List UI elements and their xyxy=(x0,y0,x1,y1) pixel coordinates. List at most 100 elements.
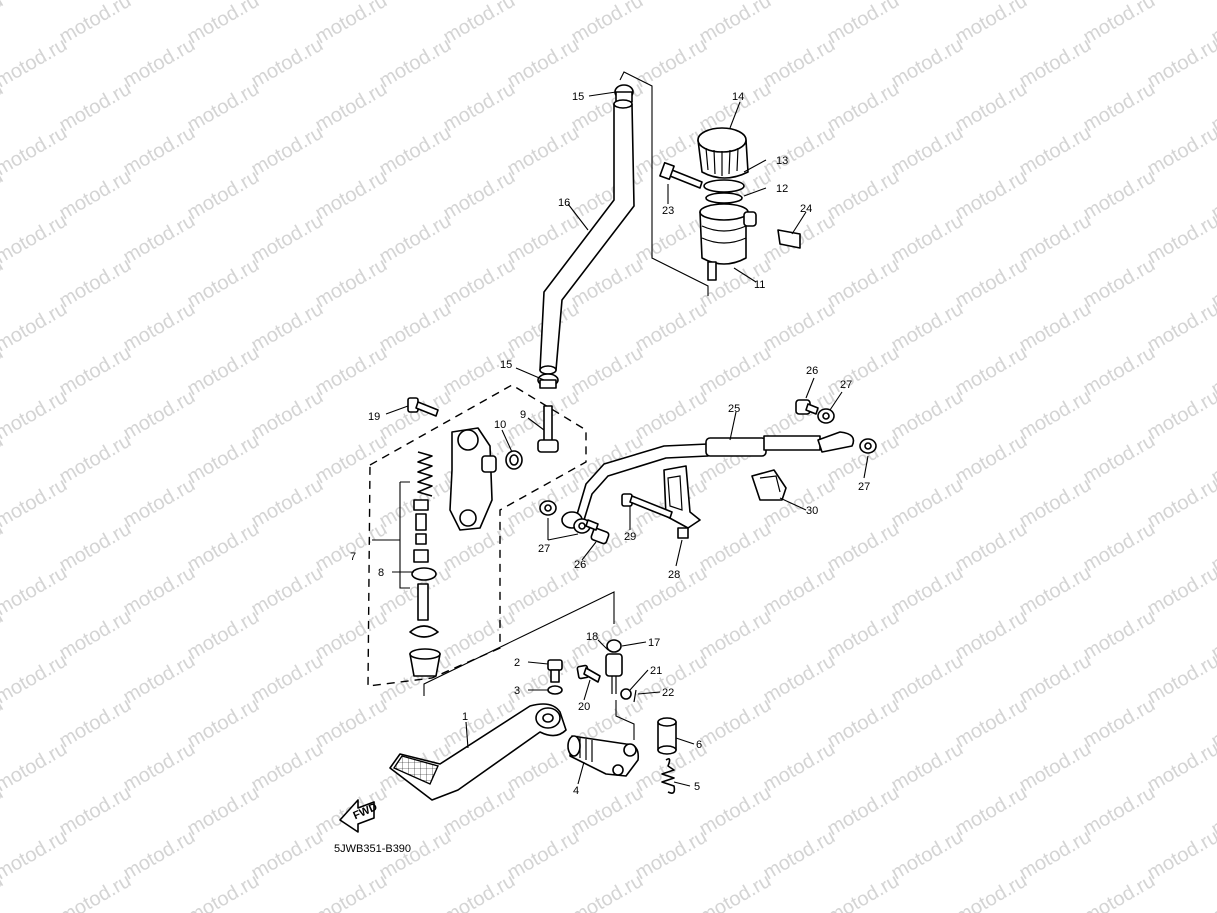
watermark-text: motod.ru xyxy=(888,34,967,93)
watermark-text: motod.ru xyxy=(376,826,455,885)
watermark-text: motod.ru xyxy=(184,518,263,577)
watermark-text: motod.ru xyxy=(0,0,7,48)
watermark-text: motod.ru xyxy=(824,518,903,577)
watermark-text: motod.ru xyxy=(696,0,775,48)
watermark-text: motod.ru xyxy=(504,562,583,621)
pedal-group-bracket xyxy=(423,591,615,696)
watermark-text: motod.ru xyxy=(952,78,1031,137)
watermark-text: motod.ru xyxy=(312,78,391,137)
callout-1: 1 xyxy=(462,711,468,723)
watermark-text: motod.ru xyxy=(760,738,839,797)
watermark-text: motod.ru xyxy=(1080,430,1159,489)
watermark-text: motod.ru xyxy=(56,0,135,48)
watermark-text: motod.ru xyxy=(696,342,775,401)
watermark-text: motod.ru xyxy=(1080,518,1159,577)
piston-kit xyxy=(409,499,441,677)
callout-15-lower: 15 xyxy=(500,359,512,371)
pedal-pivot-shaft xyxy=(567,735,640,777)
watermark-text: motod.ru xyxy=(440,870,519,913)
callout-28: 28 xyxy=(668,569,680,581)
callout-16: 16 xyxy=(558,197,570,209)
watermark-text: motod.ru xyxy=(568,0,647,48)
watermark-text: motod.ru xyxy=(56,694,135,753)
callout-24: 24 xyxy=(800,203,812,215)
callout-15-top: 15 xyxy=(572,91,584,103)
callout-26-left: 26 xyxy=(574,559,586,571)
watermark-text: motod.ru xyxy=(184,166,263,225)
watermark-text: motod.ru xyxy=(952,430,1031,489)
watermark-text: motod.ru xyxy=(56,518,135,577)
watermark-text: motod.ru xyxy=(184,0,263,48)
callout-10: 10 xyxy=(494,419,506,431)
watermark-text: motod.ru xyxy=(248,210,327,269)
watermark-text: motod.ru xyxy=(1016,650,1095,709)
watermark-text: motod.ru xyxy=(0,826,71,885)
watermark-text: motod.ru xyxy=(120,562,199,621)
watermark-text: motod.ru xyxy=(1016,738,1095,797)
watermark-text: motod.ru xyxy=(824,782,903,841)
watermark-text: motod.ru xyxy=(312,166,391,225)
watermark-text: motod.ru xyxy=(0,0,71,4)
master-cylinder-body xyxy=(449,427,497,531)
watermark-text: motod.ru xyxy=(952,694,1031,753)
watermark-text: motod.ru xyxy=(120,738,199,797)
rod-nut xyxy=(606,639,622,653)
watermark-text: motod.ru xyxy=(696,78,775,137)
watermark-text: motod.ru xyxy=(568,78,647,137)
watermark-text: motod.ru xyxy=(440,606,519,665)
watermark-text: motod.ru xyxy=(1016,210,1095,269)
watermark-text: motod.ru xyxy=(1016,122,1095,181)
watermark-text: motod.ru xyxy=(120,826,199,885)
watermark-text: motod.ru xyxy=(888,650,967,709)
copper-washers xyxy=(539,408,877,534)
watermark-text: motod.ru xyxy=(1144,298,1217,357)
return-spring xyxy=(661,758,676,794)
watermark-text: motod.ru xyxy=(312,254,391,313)
watermark-text: motod.ru xyxy=(56,430,135,489)
watermark-text: motod.ru xyxy=(504,826,583,885)
group-7-bracket xyxy=(372,481,410,589)
watermark-text: motod.ru xyxy=(1080,166,1159,225)
watermark-text: motod.ru xyxy=(696,870,775,913)
watermark-text: motod.ru xyxy=(184,694,263,753)
watermark-text: motod.ru xyxy=(824,342,903,401)
diaphragm-plate xyxy=(705,192,743,204)
watermark-text: motod.ru xyxy=(0,386,71,445)
watermark-text: motod.ru xyxy=(0,298,71,357)
callout-26-right: 26 xyxy=(806,365,818,377)
reservoir-tank xyxy=(699,203,757,281)
watermark-text: motod.ru xyxy=(120,298,199,357)
rod-clevis xyxy=(605,653,623,694)
callout-2: 2 xyxy=(514,657,520,669)
watermark-text: motod.ru xyxy=(696,694,775,753)
watermark-text: motod.ru xyxy=(56,606,135,665)
fwd-arrow-icon: FWD xyxy=(339,799,379,833)
callout-12: 12 xyxy=(776,183,788,195)
watermark-text: motod.ru xyxy=(1080,254,1159,313)
watermark-text: motod.ru xyxy=(120,386,199,445)
watermark-text: motod.ru xyxy=(312,694,391,753)
watermark-text: motod.ru xyxy=(632,34,711,93)
callout-9: 9 xyxy=(520,409,526,421)
watermark-text: motod.ru xyxy=(1144,650,1217,709)
watermark-text: motod.ru xyxy=(0,210,71,269)
watermark-text: motod.ru xyxy=(952,254,1031,313)
callout-8: 8 xyxy=(378,567,384,579)
watermark-text: motod.ru xyxy=(1080,342,1159,401)
watermark-text: motod.ru xyxy=(0,34,71,93)
watermark-text: motod.ru xyxy=(888,210,967,269)
watermark-text: motod.ru xyxy=(120,474,199,533)
watermark-text: motod.ru xyxy=(888,562,967,621)
callout-labels: 1 2 3 4 5 6 7 8 9 10 11 12 13 14 15 15 1… xyxy=(350,91,870,797)
watermark-text: motod.ru xyxy=(248,122,327,181)
watermark-text: motod.ru xyxy=(1208,870,1217,913)
watermark-text: motod.ru xyxy=(1080,78,1159,137)
watermark-text: motod.ru xyxy=(1144,826,1217,885)
watermark-text: motod.ru xyxy=(760,562,839,621)
watermark-text: motod.ru xyxy=(248,826,327,885)
callout-17: 17 xyxy=(648,637,660,649)
watermark-text: motod.ru xyxy=(696,606,775,665)
watermark-text: motod.ru xyxy=(760,826,839,885)
watermark-text: motod.ru xyxy=(632,650,711,709)
